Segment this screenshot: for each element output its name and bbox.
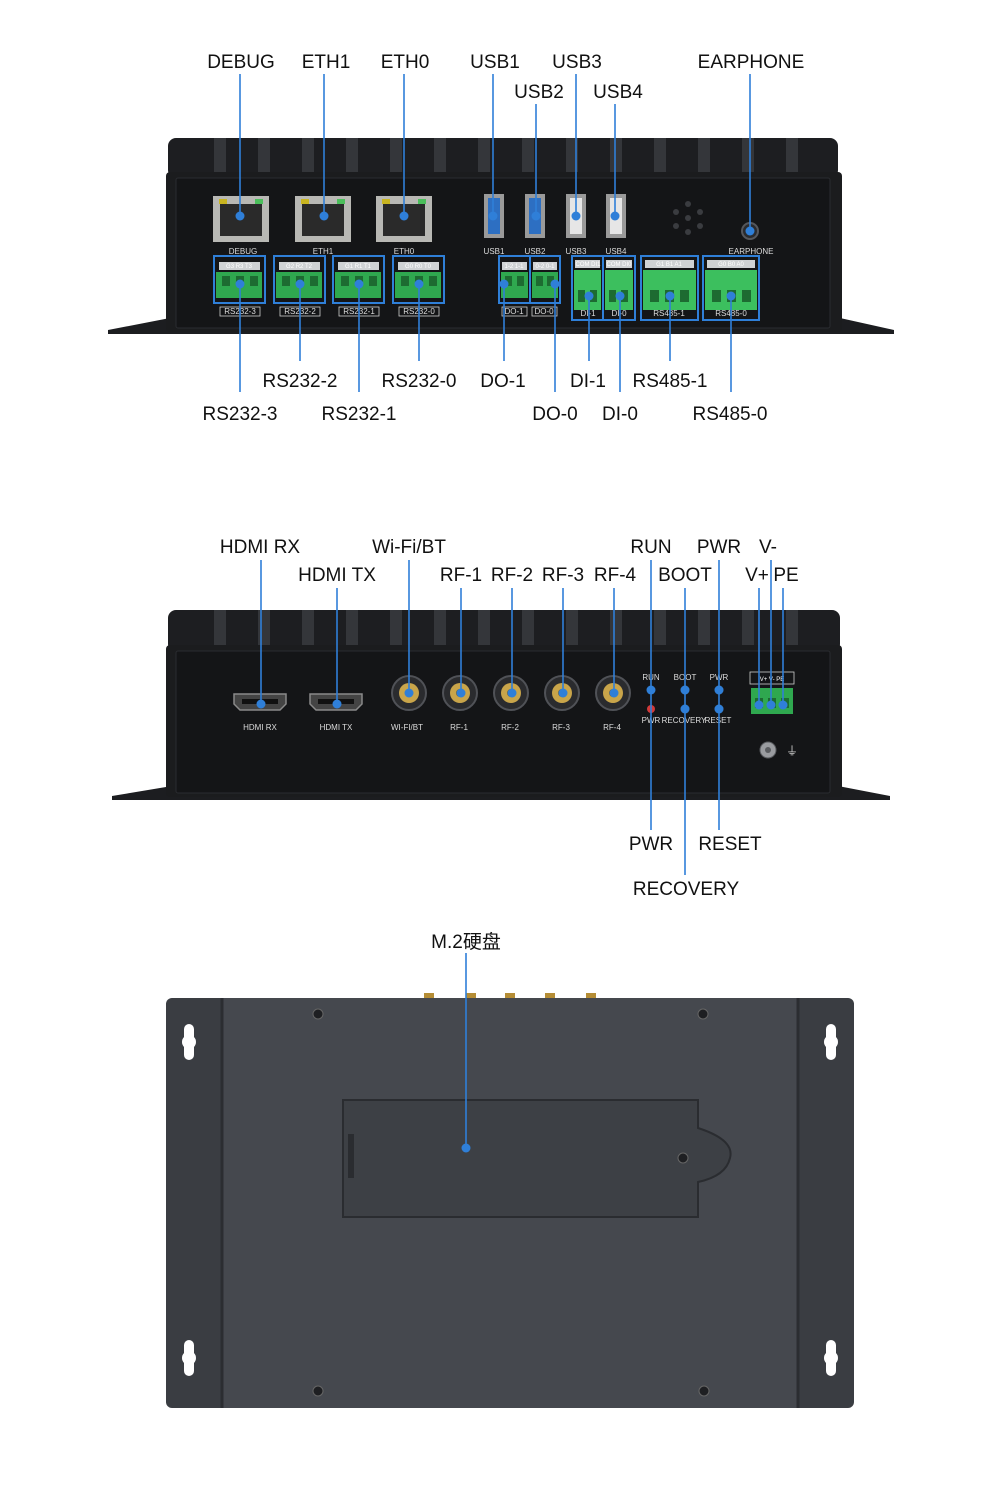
front-fin-gaps bbox=[214, 138, 798, 174]
rear-leader-dots bbox=[256, 685, 788, 714]
rear-heatsink bbox=[168, 610, 840, 652]
bottom-view: M.2硬盘 bbox=[166, 931, 854, 1408]
rf3-panel-label: RF-3 bbox=[552, 723, 570, 732]
rs232-0-callout: RS232-0 bbox=[382, 371, 457, 392]
front-leaders bbox=[239, 74, 751, 392]
rf4-callout: RF-4 bbox=[594, 565, 637, 586]
di-0-pins: COM DI0 bbox=[606, 262, 632, 268]
front-view: DEBUG ETH1 ETH0 USB1 USB2 USB3 USB4 EARP… bbox=[108, 52, 894, 425]
do-0-callout: DO-0 bbox=[532, 404, 577, 425]
pwr-bottom-callout: PWR bbox=[629, 834, 673, 855]
debug-callout: DEBUG bbox=[207, 52, 275, 73]
run-callout: RUN bbox=[630, 537, 671, 558]
rs485-0-callout: RS485-0 bbox=[693, 404, 768, 425]
rf3-callout: RF-3 bbox=[542, 565, 584, 586]
rf1-callout: RF-1 bbox=[440, 565, 482, 586]
ground-screw: ⏚ bbox=[759, 741, 798, 759]
usb3-callout: USB3 bbox=[552, 52, 602, 73]
m2-cover bbox=[342, 1099, 732, 1218]
eth1-callout: ETH1 bbox=[302, 52, 351, 73]
rear-panel bbox=[175, 650, 831, 794]
earphone-callout: EARPHONE bbox=[698, 52, 805, 73]
rf2-panel-label: RF-2 bbox=[501, 723, 519, 732]
di-1-callout: DI-1 bbox=[570, 371, 606, 392]
ground-icon: ⏚ bbox=[786, 744, 798, 758]
di-0-terminal: COM DI0 bbox=[602, 255, 636, 321]
rs232-2-callout: RS232-2 bbox=[263, 371, 338, 392]
di-0-callout: DI-0 bbox=[602, 404, 638, 425]
pe-callout: PE bbox=[773, 565, 798, 586]
do-0-panel-label: DO-0 bbox=[534, 307, 554, 316]
rs232-3-callout: RS232-3 bbox=[203, 404, 278, 425]
do-0-terminal: 0-2 0-1 bbox=[529, 255, 561, 304]
rs485-1-pins: G1 B1 A1 bbox=[656, 262, 682, 268]
bottom-screws bbox=[312, 1008, 710, 1397]
do-0-pins: 0-2 0-1 bbox=[535, 264, 555, 270]
power-terminal-pins: V+ V- PE bbox=[760, 677, 785, 683]
wifi-bt-callout: Wi-Fi/BT bbox=[372, 537, 446, 558]
usb2-callout: USB2 bbox=[514, 82, 564, 103]
do-1-panel-label: DO-1 bbox=[504, 307, 524, 316]
v-minus-callout: V- bbox=[759, 537, 777, 558]
eth0-callout: ETH0 bbox=[381, 52, 430, 73]
do-1-callout: DO-1 bbox=[480, 371, 525, 392]
m2-callout: M.2硬盘 bbox=[431, 931, 501, 953]
keyhole-slots bbox=[182, 1024, 838, 1376]
usb3-panel-label: USB3 bbox=[566, 247, 587, 256]
usb1-panel-label: USB1 bbox=[484, 247, 505, 256]
rear-leaders bbox=[260, 560, 784, 875]
boot-callout: BOOT bbox=[658, 565, 712, 586]
v-plus-callout: V+ bbox=[745, 565, 769, 586]
usb1-callout: USB1 bbox=[470, 52, 520, 73]
rs232-3-pins: G3 R3 T3 bbox=[226, 264, 253, 270]
di-1-pins: COM DI1 bbox=[575, 262, 601, 268]
rs232-1-pins: G1 R1 T1 bbox=[345, 264, 372, 270]
reset-panel-label: RESET bbox=[705, 716, 732, 725]
rs232-2-pins: G2 R2 T2 bbox=[286, 264, 313, 270]
eth1-panel-label: ETH1 bbox=[313, 247, 334, 256]
front-heatsink bbox=[168, 138, 838, 178]
wifi-bt-panel-label: WI-FI/BT bbox=[391, 723, 423, 732]
front-leader-dots bbox=[235, 211, 755, 301]
antenna-stubs bbox=[424, 993, 596, 1000]
speaker-grille bbox=[673, 201, 703, 235]
hdmi-tx-panel-label: HDMI TX bbox=[320, 723, 353, 732]
usb4-callout: USB4 bbox=[593, 82, 643, 103]
rf1-panel-label: RF-1 bbox=[450, 723, 468, 732]
usb4-panel-label: USB4 bbox=[606, 247, 627, 256]
m2-cover-screw bbox=[677, 1152, 689, 1164]
rs485-0-pins: G0 B0 A0 bbox=[718, 262, 744, 268]
usb2-panel-label: USB2 bbox=[525, 247, 546, 256]
eth0-panel-label: ETH0 bbox=[394, 247, 415, 256]
reset-callout: RESET bbox=[698, 834, 762, 855]
rs485-1-callout: RS485-1 bbox=[633, 371, 708, 392]
m2-cover-notch bbox=[348, 1134, 354, 1178]
m2-leader-dot bbox=[461, 1143, 471, 1153]
hdmi-rx-panel-label: HDMI RX bbox=[243, 723, 277, 732]
rf4-panel-label: RF-4 bbox=[603, 723, 621, 732]
do-1-pins: 1-2 1-1 bbox=[504, 264, 524, 270]
earphone-panel-label: EARPHONE bbox=[729, 247, 774, 256]
rs232-0-pins: G0 R0 T0 bbox=[405, 264, 432, 270]
debug-panel-label: DEBUG bbox=[229, 247, 257, 256]
rf2-callout: RF-2 bbox=[491, 565, 533, 586]
hdmi-rx-callout: HDMI RX bbox=[220, 537, 301, 558]
hdmi-tx-callout: HDMI TX bbox=[298, 565, 376, 586]
recovery-callout: RECOVERY bbox=[633, 879, 740, 900]
rear-view: HDMI RX HDMI TX WI-FI/BT RF-1 RF-2 RF-3 … bbox=[112, 537, 890, 900]
rs232-1-callout: RS232-1 bbox=[322, 404, 397, 425]
pwr-top-callout: PWR bbox=[697, 537, 741, 558]
